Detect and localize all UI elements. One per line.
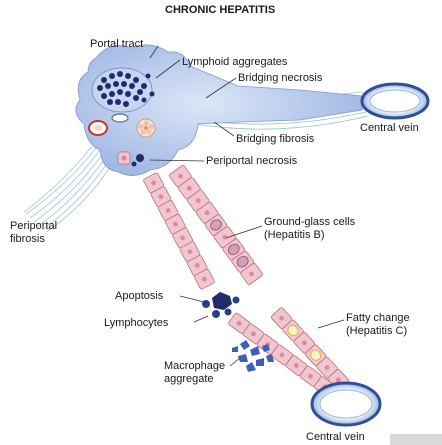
hepatocyte-cell [186,255,208,276]
hepatocyte-nucleus [279,352,285,358]
label-central-vein-bottom: Central vein [306,431,365,443]
fat-vacuole [287,324,299,337]
hepatocyte-nucleus [251,331,256,337]
label-macrophage-2: aggregate [164,373,214,385]
ground-glass-inclusion [210,219,222,231]
ground-glass-inclusion [227,243,240,256]
hepatocyte-plate-fatty-change [270,307,350,391]
label-apoptosis: Apoptosis [115,290,164,302]
hepatocyte-nucleus [172,221,178,227]
central-vein-top [360,82,430,120]
watermark-badge [390,434,442,445]
hepatocyte-nucleus [301,340,307,346]
fat-vacuole [310,349,322,361]
hepatocyte-plate-ground-glass [169,165,263,285]
label-periportal-fibrosis-1: Periportal [10,220,58,232]
central-vein-bottom [310,381,382,427]
label-central-vein-top: Central vein [360,122,419,134]
label-macrophage-1: Macrophage [164,360,226,372]
hepatocyte-nucleus [324,365,330,370]
hepatocyte-cell [270,307,293,329]
label-fatty-change-2: (Hepatitis C) [346,325,408,337]
label-lymphoid-aggregates: Lymphoid aggregates [182,56,288,68]
hepatocyte-cell [143,172,165,194]
macrophage-aggregate-cluster [232,340,274,372]
hepatocyte-nucleus [201,276,207,282]
hepatocyte-nucleus [249,271,254,277]
hepatocyte-cell [193,268,215,290]
hepatocyte-cell [179,241,201,262]
diagram-title: CHRONIC HEPATITIS [165,4,276,16]
hepatocyte-nucleus [293,363,299,368]
apoptosis-lymphocyte-group [202,292,240,318]
hepatocyte-cell [150,186,172,207]
lymphoid-aggregate-cluster [91,67,155,113]
hepatocyte-nucleus [222,234,228,240]
hepatocyte-nucleus [236,320,242,326]
label-ground-glass-1: Ground-glass cells [264,216,356,228]
label-portal-tract: Portal tract [90,38,144,50]
hepatocyte-nucleus [165,207,171,213]
hepatocyte-nucleus [187,249,193,255]
hepatocyte-nucleus [186,185,192,191]
label-lymphocytes: Lymphocytes [104,317,169,329]
hepatocyte-nucleus [194,262,200,268]
label-fatty-change-1: Fatty change [346,312,410,324]
hepatocyte-plate-left [143,172,215,290]
label-periportal-necrosis: Periportal necrosis [206,155,298,167]
leader-lines [149,45,345,367]
hepatocyte-nucleus [151,180,157,186]
hepatocyte-nucleus [178,173,183,179]
portal-vessels [88,113,156,138]
ground-glass-inclusion [236,255,249,268]
hepatocyte-nucleus [335,377,341,383]
hepatocyte-nucleus [158,194,164,200]
hepatocyte-nucleus [204,210,210,216]
hepatocyte-nucleus [180,235,186,241]
periportal-necrosis-cells [117,151,144,167]
hepatocyte-nucleus [279,315,285,321]
hepatocyte-nucleus [308,373,313,379]
hepatocyte-nucleus [195,198,201,203]
label-bridging-necrosis: Bridging necrosis [238,72,323,84]
label-bridging-fibrosis: Bridging fibrosis [236,133,315,145]
hepatocyte-cell [240,262,263,285]
label-ground-glass-2: (Hepatitis B) [264,229,325,241]
label-periportal-fibrosis-2: fibrosis [10,233,45,245]
